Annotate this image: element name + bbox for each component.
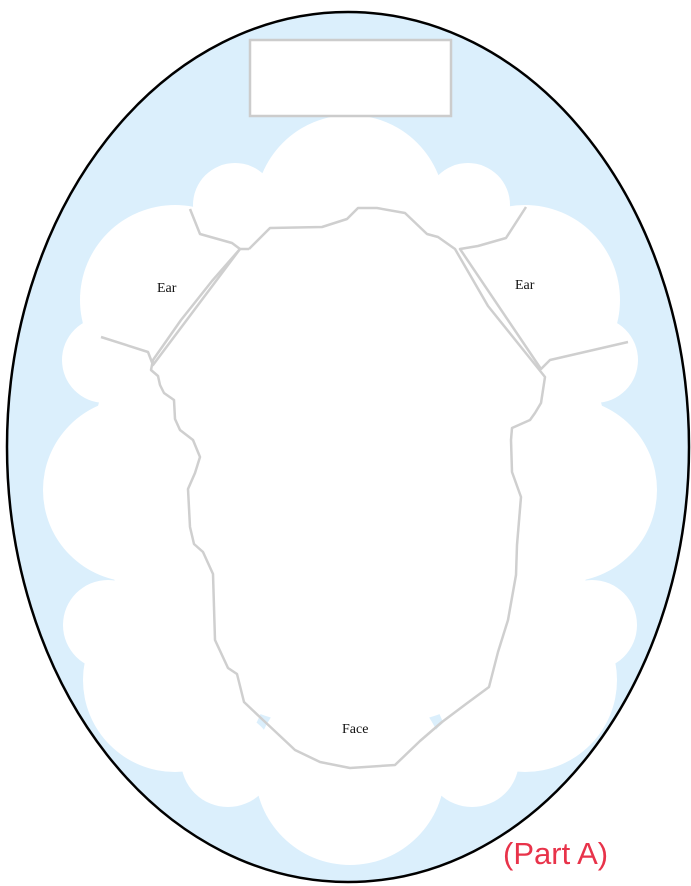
part-label: (Part A) <box>503 836 608 871</box>
title-box <box>250 40 451 116</box>
ear-left-label: Ear <box>157 281 177 296</box>
face-label: Face <box>342 722 368 737</box>
mane-cloud <box>43 115 657 865</box>
ear-right-label: Ear <box>515 278 535 293</box>
